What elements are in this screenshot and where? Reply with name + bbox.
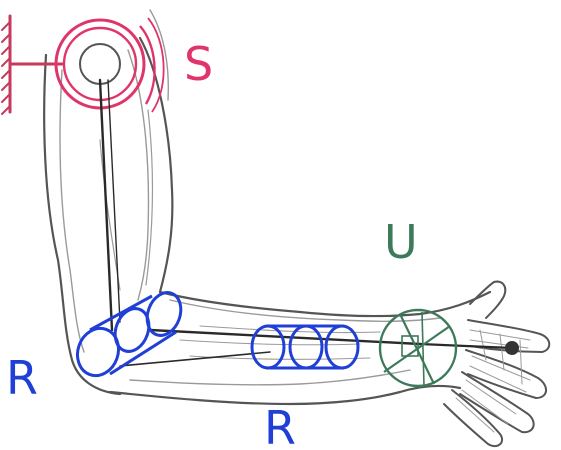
end-effector-point (505, 341, 519, 355)
hand-finger-3 (460, 372, 534, 432)
arm-sketch (44, 10, 549, 446)
kinematic-links (100, 80, 512, 366)
label-universal-u: U (384, 215, 418, 269)
forearm-upper-outline-2 (170, 300, 440, 321)
elbow-revolute-joint (71, 288, 187, 382)
elbow-cylinder-top-edge (90, 296, 152, 330)
forearm-upper-outline (160, 292, 490, 316)
shoulder-ground (2, 16, 62, 114)
universal-joint-axis-2 (384, 326, 450, 372)
wrist-universal-joint (380, 310, 456, 386)
shoulder-ball (80, 44, 120, 84)
label-forearm-r: R (264, 401, 296, 450)
elbow-cylinder-bottom-edge (110, 332, 176, 374)
forearm-cylinder-1 (252, 326, 284, 368)
shoulder-joint (56, 18, 164, 112)
hand-link (420, 344, 512, 348)
hand-thumb (470, 282, 505, 318)
forearm-lower-outline-2 (130, 370, 410, 385)
upper-arm-muscle-line-2 (146, 110, 152, 285)
hand-finger-2 (466, 350, 546, 398)
label-shoulder-s: S (184, 37, 213, 91)
label-elbow-r: R (6, 351, 38, 405)
universal-joint-axis-3 (422, 312, 424, 386)
